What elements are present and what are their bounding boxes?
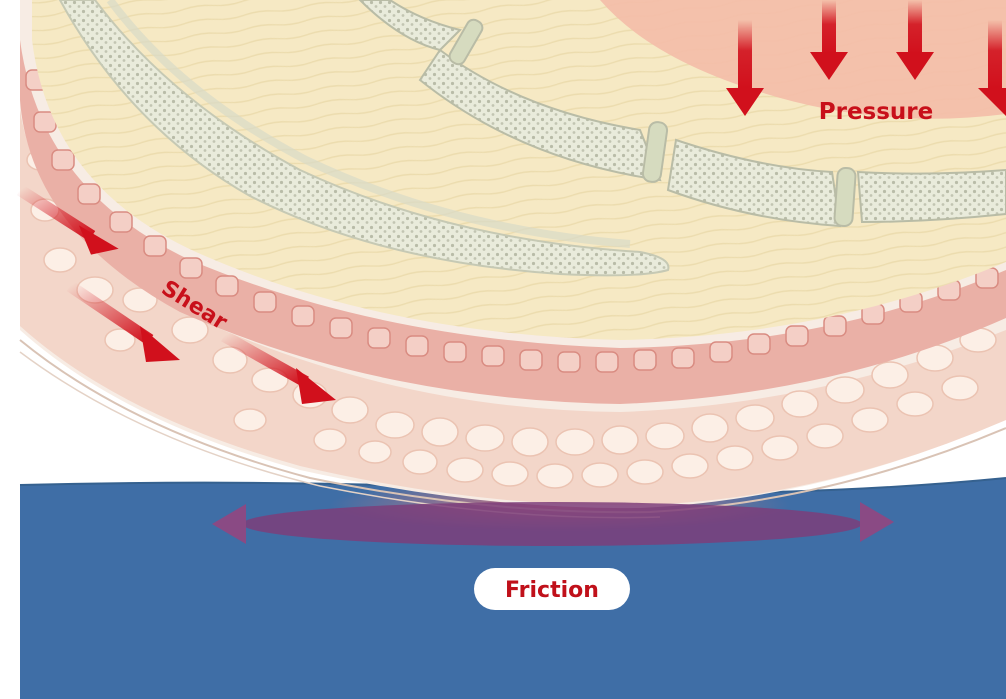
- friction-label-pill: Friction: [474, 568, 630, 610]
- friction-label: Friction: [505, 578, 599, 603]
- pressure-label: Pressure: [819, 99, 934, 125]
